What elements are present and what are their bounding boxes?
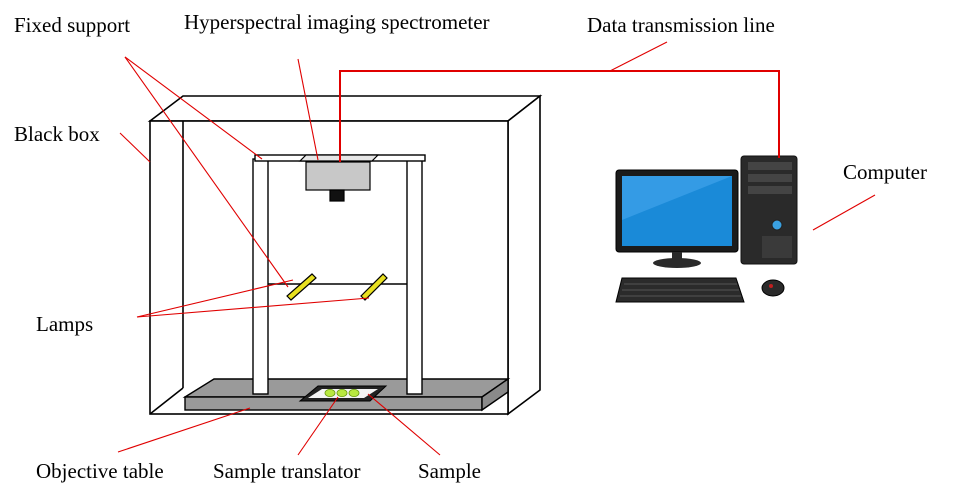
leader-lines	[117, 41, 876, 456]
sample-strip-2	[336, 388, 348, 397]
labels: Fixed support Hyperspectral imaging spec…	[14, 10, 927, 483]
label-computer: Computer	[843, 160, 927, 184]
leader-data-line	[609, 41, 668, 72]
label-black-box: Black box	[14, 122, 100, 146]
label-spectrometer: Hyperspectral imaging spectrometer	[184, 10, 490, 34]
computer	[615, 155, 798, 303]
sample-strip-1	[324, 388, 336, 397]
black-box-top-face	[147, 95, 543, 122]
lamp-left	[286, 273, 317, 301]
sample-translator	[298, 385, 388, 402]
data-transmission-line	[339, 70, 780, 162]
label-fixed-support: Fixed support	[14, 13, 130, 37]
leader-fixed-support-2	[124, 56, 289, 288]
lamps	[286, 273, 388, 301]
leader-sample	[367, 393, 441, 456]
leader-lamps-1	[136, 279, 294, 318]
support-right-leg	[406, 158, 423, 395]
power-button-icon	[771, 219, 783, 231]
black-box-inner-edge-bottom	[149, 387, 184, 415]
leader-sample-translator	[297, 396, 339, 456]
spectrometer-lens	[329, 189, 345, 202]
objective-table-side	[481, 377, 509, 412]
support-left-leg	[252, 158, 269, 395]
black-box-right-face	[507, 94, 541, 416]
sample-strip-3	[348, 388, 360, 397]
leader-objective-table	[117, 407, 251, 453]
computer-keyboard	[615, 277, 745, 303]
leader-black-box	[119, 132, 151, 163]
leader-fixed-support-1	[124, 56, 263, 160]
computer-monitor	[615, 169, 739, 268]
black-box	[147, 94, 543, 416]
label-sample: Sample	[418, 459, 481, 483]
leader-lamps-2	[136, 297, 370, 318]
leader-computer	[812, 194, 876, 231]
spectrometer-body	[305, 161, 371, 191]
label-lamps: Lamps	[36, 312, 93, 336]
leader-spectrometer	[297, 58, 319, 161]
label-sample-translator: Sample translator	[213, 459, 361, 483]
label-data-line: Data transmission line	[587, 13, 775, 37]
computer-tower	[740, 155, 798, 265]
computer-mouse	[761, 279, 785, 297]
label-objective-table: Objective table	[36, 459, 164, 483]
